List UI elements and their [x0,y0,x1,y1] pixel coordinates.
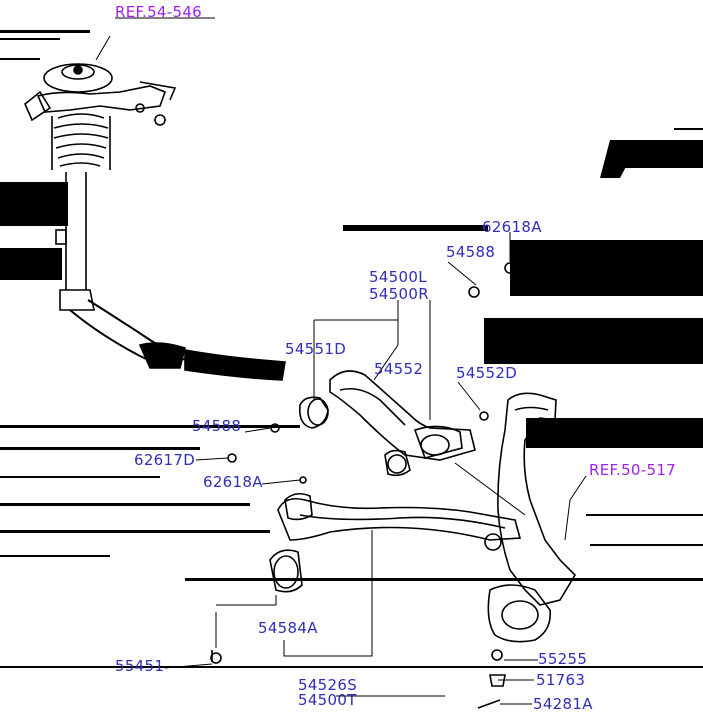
upper-control-arm [227,262,516,484]
part-label-55255[interactable]: 55255 [538,650,588,668]
part-label-54500r[interactable]: 54500R [369,285,429,303]
part-label-54588-left[interactable]: 54588 [192,417,242,435]
ref-label-right[interactable]: REF.50-517 [589,461,677,479]
part-label-54526s[interactable]: 54526S [298,676,358,694]
part-label-62618a-top[interactable]: 62618A [482,218,542,236]
ref-label-top[interactable]: REF.54-546 [115,3,203,21]
strut-assembly [24,63,286,381]
part-label-62617d[interactable]: 62617D [134,451,196,469]
part-label-62618a-mid[interactable]: 62618A [203,473,263,491]
part-label-54588-top[interactable]: 54588 [446,243,496,261]
part-label-54584a[interactable]: 54584A [258,619,318,637]
lower-control-arm [210,492,522,664]
steering-knuckle [477,392,577,709]
scan-artifacts [0,30,703,668]
part-label-54551d[interactable]: 54551D [285,340,347,358]
part-label-54500t[interactable]: 54500T [298,691,357,709]
leader-lines [95,17,587,705]
part-label-54552d[interactable]: 54552D [456,364,518,382]
part-label-54552[interactable]: 54552 [374,360,424,378]
part-label-54500l[interactable]: 54500L [369,268,427,286]
part-label-55451[interactable]: 55451 [115,657,165,675]
part-label-54281a[interactable]: 54281A [533,695,593,713]
part-label-51763[interactable]: 51763 [536,671,586,689]
